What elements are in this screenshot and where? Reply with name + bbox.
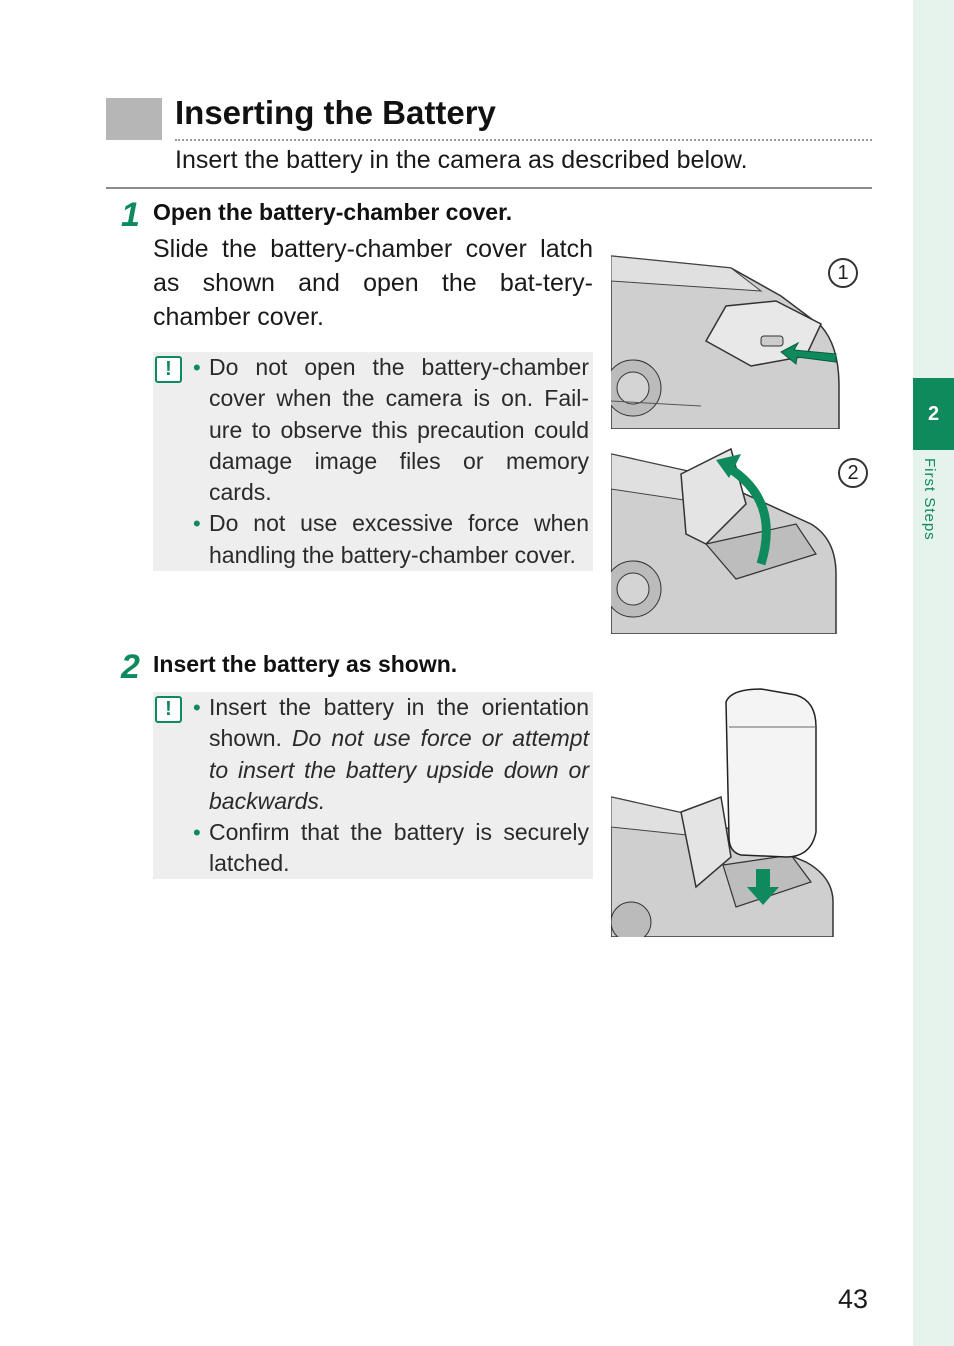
battery-insert-illustration	[611, 688, 834, 937]
caution-icon: !	[155, 356, 182, 383]
chapter-tab[interactable]: 2	[913, 378, 954, 450]
camera-cover-open-illustration	[611, 447, 837, 634]
caution-emphasis: Do not use force or attempt to insert th…	[209, 725, 589, 814]
step-2-heading: Insert the battery as shown.	[153, 651, 458, 677]
page-title: Inserting the Battery	[175, 94, 496, 131]
caution-item: Insert the battery in the orientation sh…	[193, 692, 589, 817]
step-1-body: Slide the battery-chamber cover latch as…	[153, 235, 593, 331]
caution-item: Do not open the battery-chamber cover wh…	[193, 352, 589, 508]
page-number: 43	[838, 1284, 869, 1314]
intro-rule	[106, 187, 872, 189]
step-1-caution-box: ! Do not open the battery-chamber cover …	[153, 352, 593, 571]
caution-item: Confirm that the battery is securely lat…	[193, 817, 589, 880]
title-dotted-rule	[175, 139, 872, 141]
callout-1: 1	[828, 258, 858, 288]
caution-text: Insert the battery in the orientation sh…	[209, 694, 589, 752]
title-marker	[106, 98, 162, 140]
step-2-caution-list: Insert the battery in the orientation sh…	[193, 692, 589, 880]
intro-text: Insert the battery in the camera as desc…	[175, 146, 748, 174]
caution-icon: !	[155, 696, 182, 723]
step-1-number: 1	[121, 196, 140, 234]
camera-latch-illustration	[611, 255, 840, 429]
caution-item: Do not use excessive force when handling…	[193, 508, 589, 571]
step-1-heading: Open the battery-chamber cover.	[153, 199, 513, 225]
callout-2: 2	[838, 458, 868, 488]
chapter-name: First Steps	[921, 458, 938, 541]
step-2-number: 2	[121, 648, 140, 686]
step-2-caution-box: ! Insert the battery in the orientation …	[153, 692, 593, 879]
step-1-caution-list: Do not open the battery-chamber cover wh…	[193, 352, 589, 571]
side-strip	[913, 0, 954, 1346]
